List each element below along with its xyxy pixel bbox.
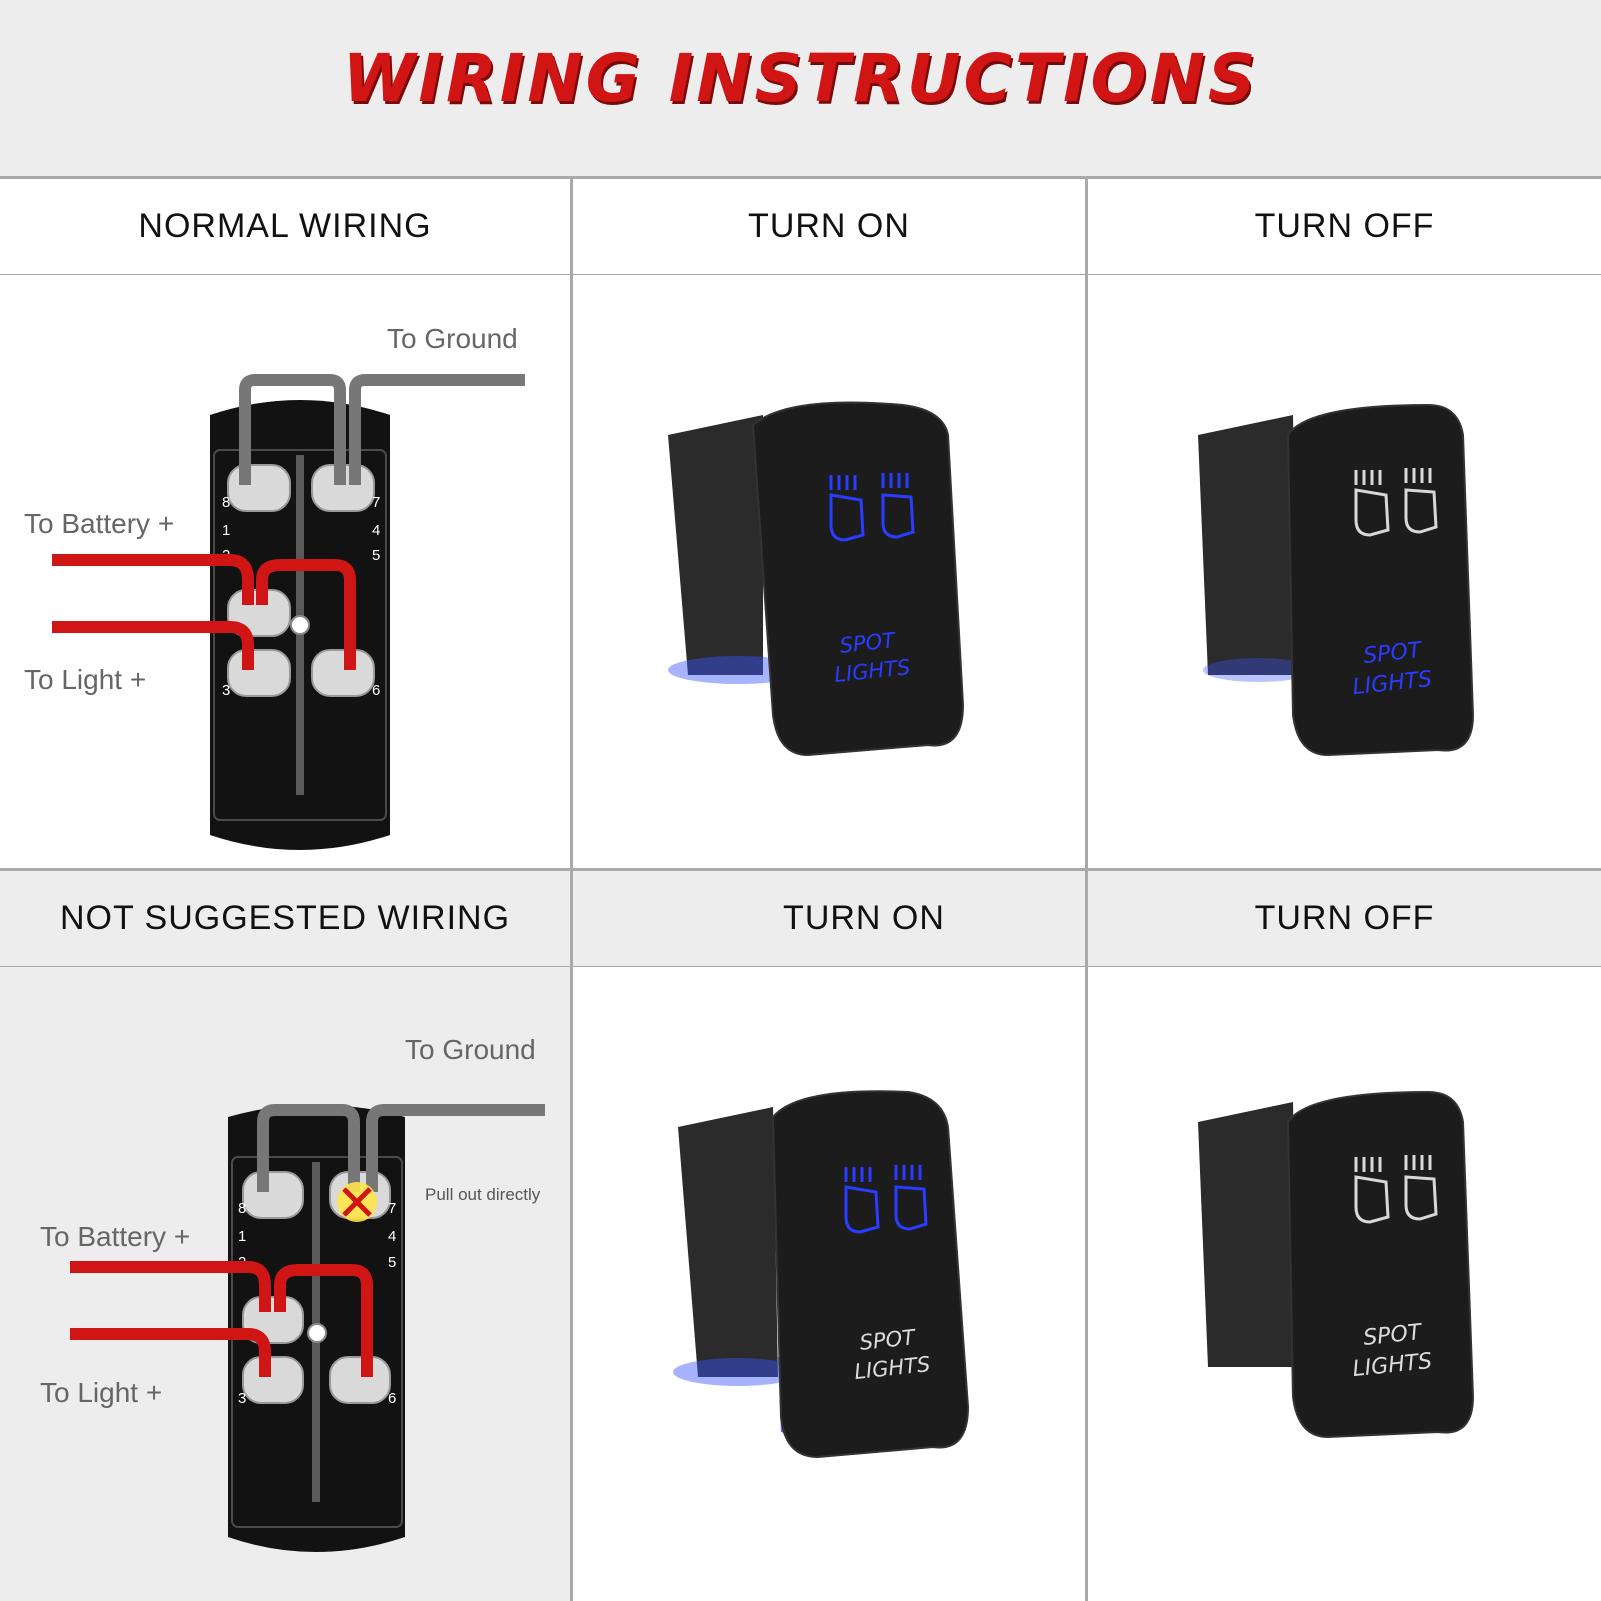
switch-label-line1: SPOT xyxy=(858,1325,918,1355)
rocker-face xyxy=(1286,1090,1475,1439)
header-normal-wiring: NORMAL WIRING xyxy=(0,179,570,274)
battery-wire xyxy=(70,1261,271,1312)
turn-on-cell: SPOT LIGHTS xyxy=(573,275,1085,868)
pin-label: 7 xyxy=(372,494,380,511)
wiring-grid: NORMAL WIRING TURN ON TURN OFF 8 1 2 xyxy=(0,176,1601,1601)
pin-label: 4 xyxy=(388,1228,396,1245)
grid-line xyxy=(0,868,1601,871)
rocker-switch-on-image: SPOT LIGHTS xyxy=(668,401,965,757)
pin-label: 4 xyxy=(372,522,380,539)
label-to-ground: To Ground xyxy=(387,323,518,354)
blue-glow xyxy=(673,1358,803,1386)
rocker-face xyxy=(751,401,965,757)
header-turn-off: TURN OFF xyxy=(1088,179,1601,274)
spot-light-icon xyxy=(829,473,915,542)
turn-off-cell: SPOT LIGHTS xyxy=(1088,275,1601,868)
switch-housing xyxy=(1198,415,1298,675)
grid-line xyxy=(0,176,1601,179)
ground-wire xyxy=(366,1104,545,1192)
grid-line xyxy=(570,176,573,1601)
spot-light-icon xyxy=(1354,468,1438,537)
turn-on-cell-2: SPOT LIGHTS xyxy=(573,967,1085,1601)
label-to-battery: To Battery + xyxy=(24,508,175,539)
pin-label: 8 xyxy=(238,1200,246,1217)
switch-label-line1: SPOT xyxy=(838,628,898,658)
ground-jumper-wire xyxy=(257,1104,360,1192)
label-to-ground: To Ground xyxy=(405,1034,536,1065)
label-to-battery: To Battery + xyxy=(40,1221,191,1252)
blue-glow xyxy=(1203,658,1313,682)
rocker-switch-off-image: SPOT LIGHTS xyxy=(1198,1090,1475,1439)
pin-label: 5 xyxy=(388,1254,396,1271)
header-not-suggested-wiring: NOT SUGGESTED WIRING xyxy=(0,871,570,966)
switch-housing xyxy=(678,1107,778,1377)
not-suggested-wiring-cell: 8 1 2 3 7 4 5 6 To Ground Pull out direc… xyxy=(0,967,570,1601)
label-to-light: To Light + xyxy=(40,1377,163,1408)
normal-wiring-cell: 8 1 2 3 7 4 5 6 To Ground To Battery + T… xyxy=(0,275,570,868)
pin-label: 6 xyxy=(388,1390,396,1407)
switch-label-line1: SPOT xyxy=(1362,1320,1424,1351)
rocker-face xyxy=(771,1090,970,1459)
battery-jumper-wire xyxy=(256,559,356,670)
label-to-light: To Light + xyxy=(24,664,147,695)
turn-off-cell-2: SPOT LIGHTS xyxy=(1088,967,1601,1601)
normal-wiring-diagram: 8 1 2 3 7 4 5 6 xyxy=(52,374,525,850)
header-turn-on: TURN ON xyxy=(573,179,1085,274)
battery-jumper-wire xyxy=(274,1264,373,1377)
light-wire xyxy=(70,1328,271,1377)
rocker-face xyxy=(1286,403,1475,757)
rocker-switch-on-image: SPOT LIGHTS xyxy=(673,1090,970,1459)
pin-label: 3 xyxy=(238,1390,246,1407)
page-title: WIRING INSTRUCTIONS xyxy=(342,40,1259,117)
switch-housing xyxy=(1198,1102,1298,1367)
pin-label: 5 xyxy=(372,547,380,564)
pin-label: 1 xyxy=(238,1228,246,1245)
pin-label: 3 xyxy=(222,682,230,699)
not-suggested-wiring-diagram: 8 1 2 3 7 4 5 6 xyxy=(70,1104,545,1552)
light-wire xyxy=(52,621,254,670)
pin-label: 6 xyxy=(372,682,380,699)
spot-light-icon xyxy=(1354,1155,1438,1224)
ground-jumper-wire xyxy=(239,374,346,485)
label-pull-out-directly: Pull out directly xyxy=(425,1185,541,1204)
spot-light-icon xyxy=(844,1165,928,1234)
ground-wire xyxy=(349,374,525,485)
header-turn-off-2: TURN OFF xyxy=(1088,871,1601,966)
pull-out-x-icon xyxy=(337,1182,377,1222)
pin-label: 8 xyxy=(222,494,230,511)
battery-wire xyxy=(52,554,254,605)
rocker-switch-off-image: SPOT LIGHTS xyxy=(1198,403,1475,757)
grid-line xyxy=(1085,176,1088,1601)
pin-label: 7 xyxy=(388,1200,396,1217)
header-turn-on-2: TURN ON xyxy=(573,871,1085,966)
switch-housing xyxy=(668,415,763,675)
switch-label-line1: SPOT xyxy=(1362,638,1424,669)
pin-label: 1 xyxy=(222,522,230,539)
